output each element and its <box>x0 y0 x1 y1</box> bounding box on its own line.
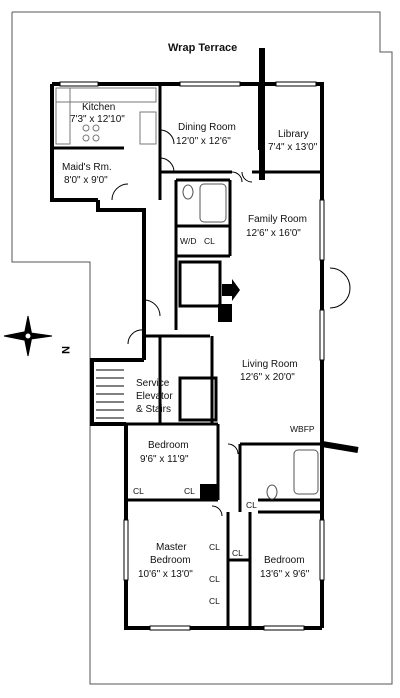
closet-label-master-b: CL <box>209 574 220 584</box>
service-line-2: Elevator <box>136 391 173 402</box>
kitchen-name: Kitchen <box>82 102 115 113</box>
living-size: 12'6" x 20'0" <box>240 372 295 383</box>
closet-label-hall: CL <box>246 500 257 510</box>
service-line-3: & Stairs <box>136 404 171 415</box>
terrace-label: Wrap Terrace <box>168 42 237 54</box>
lower-divider-wall <box>321 441 359 453</box>
door-swings <box>111 129 351 517</box>
wd-label: W/D <box>180 236 197 246</box>
chimney-block-lower <box>200 484 218 500</box>
stairs <box>96 369 124 419</box>
master-line-1: Master <box>156 542 187 553</box>
master-size: 10'6" x 13'0" <box>138 569 193 580</box>
elevator-arrow-icon <box>222 279 240 301</box>
maids-name: Maid's Rm. <box>62 162 112 173</box>
service-line-1: Service <box>136 378 170 389</box>
windows <box>59 81 325 631</box>
dining-size: 12'0" x 12'6" <box>176 136 231 147</box>
terrace-outline <box>11 11 393 685</box>
toilets <box>182 184 278 500</box>
interior-walls <box>52 84 322 628</box>
kitchen-counters <box>55 87 157 145</box>
closet-label-master-c: CL <box>209 596 220 606</box>
family-name: Family Room <box>248 214 307 225</box>
bedroom2-size: 13'6" x 9'6" <box>260 569 310 580</box>
compass-rose-icon <box>3 315 53 357</box>
bedroom1-name: Bedroom <box>148 440 189 451</box>
maids-size: 8'0" x 9'0" <box>64 175 108 186</box>
wbfp-label: WBFP <box>290 424 315 434</box>
closet-label-family: CL <box>204 236 215 246</box>
bedroom1-size: 9'6" x 11'9" <box>140 454 189 465</box>
library-size: 7'4" x 13'0" <box>268 142 318 153</box>
bedroom2-name: Bedroom <box>264 555 305 566</box>
closet-label-bed1-a: CL <box>133 486 144 496</box>
bathtubs <box>199 183 319 495</box>
kitchen-size: 7'3" x 12'10" <box>70 114 125 125</box>
compass-north-label: N <box>59 346 71 354</box>
chimney-block <box>218 304 232 322</box>
closet-label-bed2: CL <box>232 548 243 558</box>
family-size: 12'6" x 16'0" <box>246 228 301 239</box>
master-line-2: Bedroom <box>150 555 191 566</box>
closet-label-master-a: CL <box>209 542 220 552</box>
dining-name: Dining Room <box>178 122 236 133</box>
library-name: Library <box>278 129 309 140</box>
living-name: Living Room <box>242 359 298 370</box>
closet-label-bed1-b: CL <box>184 486 195 496</box>
